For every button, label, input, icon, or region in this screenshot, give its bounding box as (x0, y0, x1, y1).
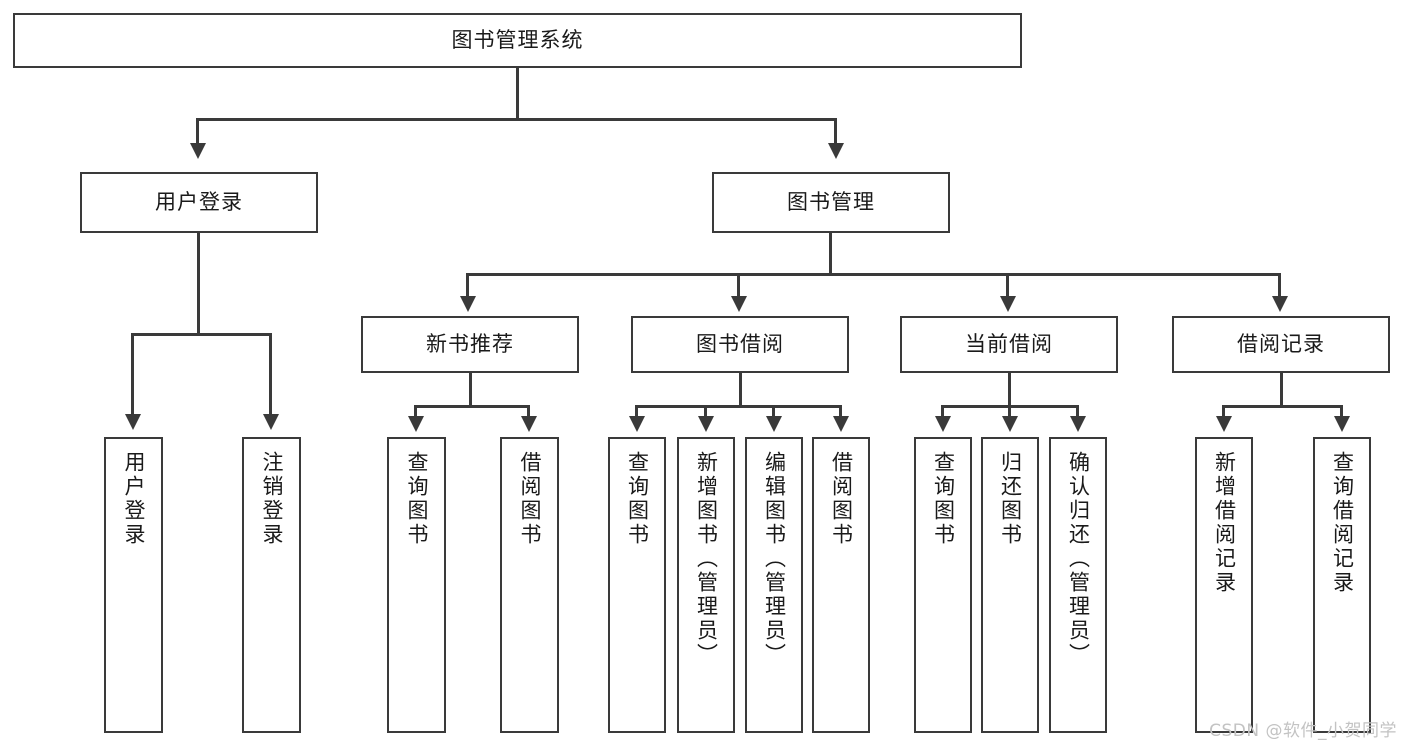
leaf-user-login[interactable]: 用户登录 (104, 437, 163, 733)
leaf-current-confirm-return-admin[interactable]: 确认归还（管理员） (1049, 437, 1107, 733)
arrow-book-mgmt-to-current (1000, 296, 1016, 312)
leaf-records-add-record[interactable]: 新增借阅记录 (1195, 437, 1253, 733)
arrow-user-login-to-leaf-1 (125, 414, 141, 430)
edge-user-login-stem (197, 233, 200, 335)
edge-root-bar (196, 118, 837, 121)
arrow-book-mgmt-to-borrow (731, 296, 747, 312)
arrow-user-login-to-leaf-2 (263, 414, 279, 430)
node-label: 查询图书 (931, 451, 956, 547)
edge-current-to-leaf-2 (1008, 405, 1011, 419)
node-label: 编辑图书（管理员） (762, 451, 787, 667)
node-borrow-records[interactable]: 借阅记录 (1172, 316, 1390, 373)
leaf-borrow-add-book-admin[interactable]: 新增图书（管理员） (677, 437, 735, 733)
edge-borrow-to-leaf-3 (772, 405, 775, 419)
edge-book-mgmt-stem (829, 233, 832, 275)
arrow-borrow-to-leaf-2 (698, 416, 714, 432)
edge-new-book-stem (469, 373, 472, 407)
arrow-current-to-leaf-1 (935, 416, 951, 432)
arrow-root-to-book-mgmt (828, 143, 844, 159)
edge-records-stem (1280, 373, 1283, 407)
arrow-book-mgmt-to-records (1272, 296, 1288, 312)
arrow-new-book-to-leaf-1 (408, 416, 424, 432)
edge-root-to-book-mgmt (834, 118, 837, 146)
edge-book-mgmt-to-borrow (737, 273, 740, 299)
arrow-borrow-to-leaf-4 (833, 416, 849, 432)
edge-user-login-bar (131, 333, 269, 336)
node-label: 借阅图书 (829, 451, 854, 547)
edge-records-to-leaf-1 (1222, 405, 1225, 419)
node-book-management[interactable]: 图书管理 (712, 172, 950, 233)
node-label: 确认归还（管理员） (1066, 451, 1091, 667)
edge-borrow-stem (739, 373, 742, 407)
edge-user-login-to-leaf-1 (131, 333, 134, 417)
node-label: 新增借阅记录 (1212, 451, 1237, 595)
arrow-current-to-leaf-2 (1002, 416, 1018, 432)
leaf-borrow-borrow-books[interactable]: 借阅图书 (812, 437, 870, 733)
edge-borrow-to-leaf-4 (839, 405, 842, 419)
edge-root-stem (516, 68, 519, 120)
node-label: 图书借阅 (696, 332, 784, 357)
arrow-borrow-to-leaf-1 (629, 416, 645, 432)
leaf-newbook-borrow-books[interactable]: 借阅图书 (500, 437, 559, 733)
edge-root-to-user-login (196, 118, 199, 146)
node-current-borrow[interactable]: 当前借阅 (900, 316, 1118, 373)
edge-borrow-bar (635, 405, 841, 408)
node-label: 用户登录 (155, 190, 243, 215)
node-label: 查询图书 (405, 451, 429, 547)
arrow-records-to-leaf-2 (1334, 416, 1350, 432)
node-label: 查询图书 (625, 451, 650, 547)
arrow-current-to-leaf-3 (1070, 416, 1086, 432)
arrow-root-to-user-login (190, 143, 206, 159)
arrow-records-to-leaf-1 (1216, 416, 1232, 432)
node-book-borrow[interactable]: 图书借阅 (631, 316, 849, 373)
edge-book-mgmt-to-records (1278, 273, 1281, 299)
watermark-text: CSDN @软件_小贺同学 (1209, 721, 1397, 741)
node-label: 新书推荐 (426, 332, 514, 357)
node-label: 注销登录 (260, 451, 284, 547)
leaf-logout[interactable]: 注销登录 (242, 437, 301, 733)
node-label: 图书管理 (787, 190, 875, 215)
edge-user-login-to-leaf-2 (269, 333, 272, 417)
leaf-current-return-books[interactable]: 归还图书 (981, 437, 1039, 733)
node-label: 查询借阅记录 (1330, 451, 1355, 595)
node-label: 归还图书 (998, 451, 1023, 547)
leaf-records-query-record[interactable]: 查询借阅记录 (1313, 437, 1371, 733)
node-label: 借阅图书 (518, 451, 542, 547)
edge-current-stem (1008, 373, 1011, 407)
edge-records-to-leaf-2 (1340, 405, 1343, 419)
node-label: 图书管理系统 (451, 28, 584, 53)
leaf-current-query-books[interactable]: 查询图书 (914, 437, 972, 733)
node-user-login[interactable]: 用户登录 (80, 172, 318, 233)
node-label: 借阅记录 (1237, 332, 1325, 357)
leaf-borrow-query-books[interactable]: 查询图书 (608, 437, 666, 733)
edge-current-to-leaf-3 (1076, 405, 1079, 419)
leaf-newbook-query-books[interactable]: 查询图书 (387, 437, 446, 733)
edge-new-book-to-leaf-2 (527, 405, 530, 419)
node-root-system[interactable]: 图书管理系统 (13, 13, 1022, 68)
edge-borrow-to-leaf-1 (635, 405, 638, 419)
edge-book-mgmt-bar (466, 273, 1278, 276)
node-label: 用户登录 (122, 451, 146, 547)
arrow-borrow-to-leaf-3 (766, 416, 782, 432)
edge-borrow-to-leaf-2 (704, 405, 707, 419)
node-new-book-recommend[interactable]: 新书推荐 (361, 316, 579, 373)
edge-new-book-bar (414, 405, 530, 408)
edge-book-mgmt-to-new-book (466, 273, 469, 299)
edge-records-bar (1222, 405, 1342, 408)
arrow-new-book-to-leaf-2 (521, 416, 537, 432)
leaf-borrow-edit-book-admin[interactable]: 编辑图书（管理员） (745, 437, 803, 733)
edge-new-book-to-leaf-1 (414, 405, 417, 419)
edge-book-mgmt-to-current (1006, 273, 1009, 299)
edge-current-to-leaf-1 (941, 405, 944, 419)
node-label: 当前借阅 (965, 332, 1053, 357)
arrow-book-mgmt-to-new-book (460, 296, 476, 312)
node-label: 新增图书（管理员） (694, 451, 719, 667)
